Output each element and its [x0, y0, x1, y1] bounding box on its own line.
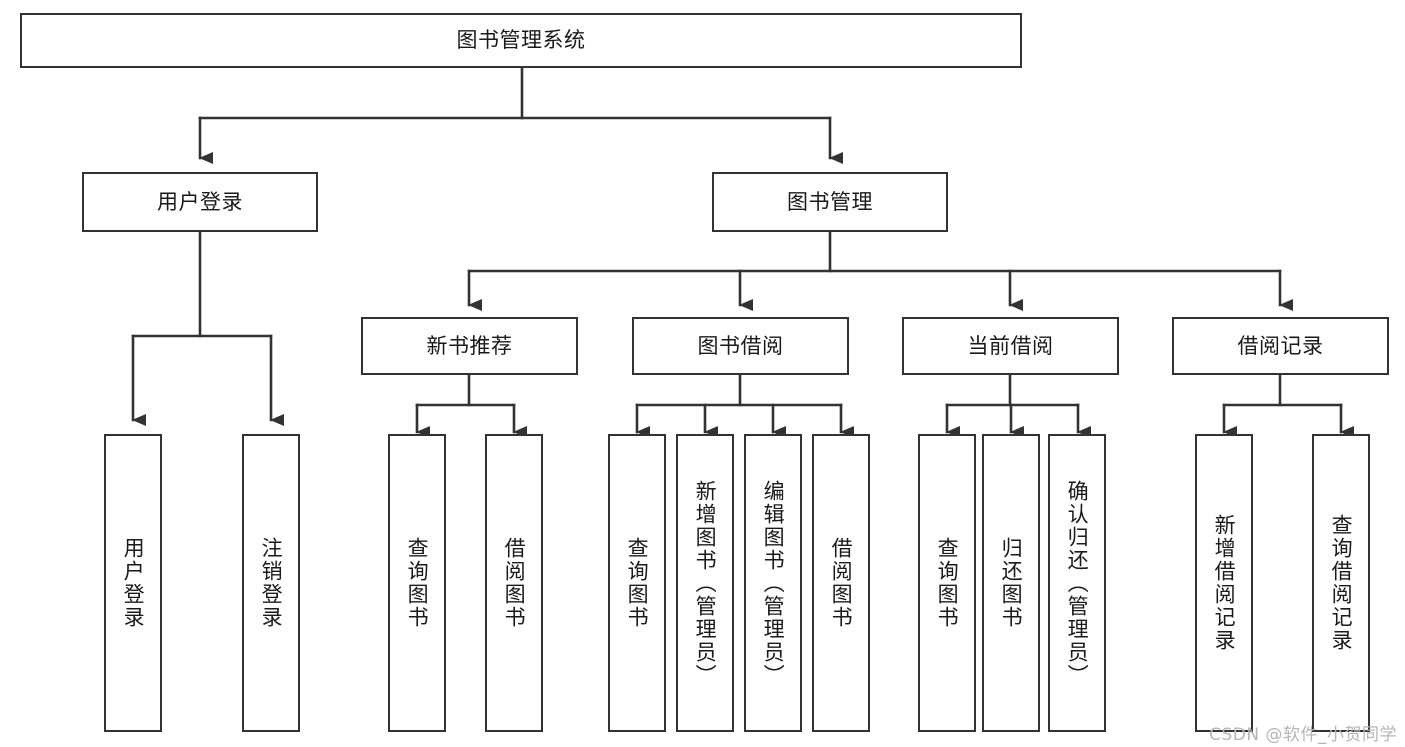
leaf-borrow-query-book[interactable]: 查询图书	[608, 434, 666, 732]
node-root-system[interactable]: 图书管理系统	[20, 13, 1022, 68]
leaf-new-book-borrow-label: 借阅图书	[502, 537, 527, 629]
leaf-user-login-login-label: 用户登录	[121, 537, 146, 629]
leaf-current-return-book[interactable]: 归还图书	[982, 434, 1040, 732]
leaf-user-login-logout[interactable]: 注销登录	[242, 434, 300, 732]
leaf-current-query-book-label: 查询图书	[935, 537, 960, 629]
leaf-records-add-record-label: 新增借阅记录	[1212, 514, 1237, 652]
leaf-records-query-record[interactable]: 查询借阅记录	[1312, 434, 1370, 732]
node-new-book-recommend[interactable]: 新书推荐	[361, 317, 578, 375]
leaf-records-query-record-label: 查询借阅记录	[1329, 514, 1354, 652]
csdn-watermark: CSDN @软件_小贺同学	[1209, 725, 1397, 745]
leaf-borrow-edit-book[interactable]: 编辑图书（管理员）	[744, 434, 802, 732]
node-borrow-records-label: 借阅记录	[1237, 333, 1324, 358]
leaf-new-book-query[interactable]: 查询图书	[388, 434, 446, 732]
leaf-user-login-logout-label: 注销登录	[259, 537, 284, 629]
leaf-borrow-add-book[interactable]: 新增图书（管理员）	[676, 434, 734, 732]
node-root-system-label: 图书管理系统	[456, 28, 586, 53]
leaf-borrow-edit-book-label: 编辑图书（管理员）	[761, 479, 786, 687]
leaf-current-confirm-return[interactable]: 确认归还（管理员）	[1048, 434, 1106, 732]
leaf-current-query-book[interactable]: 查询图书	[918, 434, 976, 732]
node-current-borrow[interactable]: 当前借阅	[902, 317, 1119, 375]
leaf-records-add-record[interactable]: 新增借阅记录	[1195, 434, 1253, 732]
node-current-borrow-label: 当前借阅	[967, 333, 1054, 358]
leaf-borrow-add-book-label: 新增图书（管理员）	[693, 479, 718, 687]
leaf-borrow-query-book-label: 查询图书	[625, 537, 650, 629]
node-book-management[interactable]: 图书管理	[712, 172, 948, 232]
leaf-new-book-borrow[interactable]: 借阅图书	[485, 434, 543, 732]
leaf-borrow-borrow-book[interactable]: 借阅图书	[812, 434, 870, 732]
leaf-new-book-query-label: 查询图书	[405, 537, 430, 629]
node-new-book-recommend-label: 新书推荐	[426, 333, 513, 358]
node-borrow-records[interactable]: 借阅记录	[1172, 317, 1389, 375]
leaf-borrow-borrow-book-label: 借阅图书	[829, 537, 854, 629]
leaf-user-login-login[interactable]: 用户登录	[104, 434, 162, 732]
leaf-current-return-book-label: 归还图书	[999, 537, 1024, 629]
node-user-login-label: 用户登录	[157, 189, 243, 214]
node-book-management-label: 图书管理	[787, 189, 873, 214]
leaf-current-confirm-return-label: 确认归还（管理员）	[1065, 479, 1090, 687]
node-book-borrow-label: 图书借阅	[697, 333, 784, 358]
node-book-borrow[interactable]: 图书借阅	[632, 317, 849, 375]
node-user-login[interactable]: 用户登录	[82, 172, 318, 232]
